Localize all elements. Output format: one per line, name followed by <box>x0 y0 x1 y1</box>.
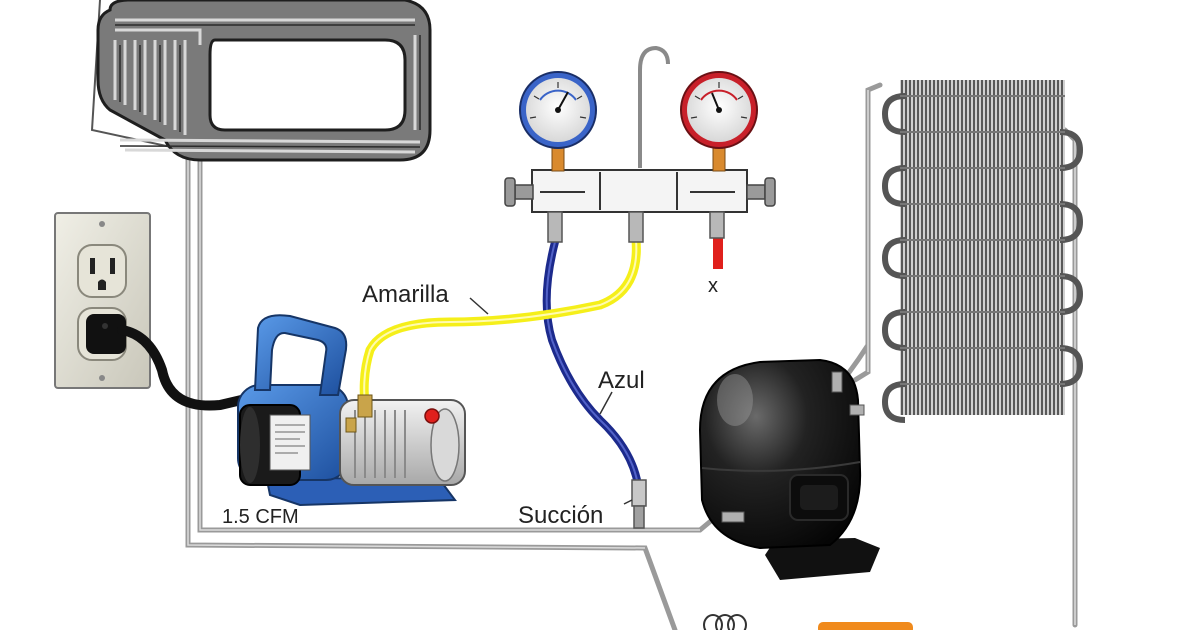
high-pressure-gauge <box>680 71 758 149</box>
label-azul: Azul <box>598 367 645 394</box>
condenser-return-bend <box>881 93 906 135</box>
condenser-return-bend <box>1059 273 1084 315</box>
yellow-hose <box>359 235 641 410</box>
condenser-return-bend <box>881 237 906 279</box>
label-amarilla: Amarilla <box>362 281 449 308</box>
wall-outlet <box>54 212 151 389</box>
suction-fitting <box>631 479 647 529</box>
compressor <box>698 358 880 580</box>
condenser-return-bend <box>881 309 906 351</box>
condenser-return-bend <box>881 381 906 423</box>
filter-drier <box>818 622 913 630</box>
condenser-return-bend <box>1059 129 1084 171</box>
closed-valve-mark: x <box>708 275 718 297</box>
low-pressure-gauge <box>519 71 597 149</box>
vacuum-pump <box>237 314 466 507</box>
label-cfm: 1.5 CFM <box>222 506 299 528</box>
capillary-coil <box>703 614 747 630</box>
condenser-return-bend <box>1059 345 1084 387</box>
label-succion: Succión <box>518 502 603 529</box>
condenser-coil <box>881 80 1084 423</box>
manifold-gauge-set <box>504 45 776 243</box>
evaporator-coil <box>96 0 432 162</box>
condenser-return-bend <box>1059 201 1084 243</box>
red-hose <box>713 237 723 269</box>
condenser-return-bend <box>881 165 906 207</box>
power-cord <box>117 325 255 411</box>
